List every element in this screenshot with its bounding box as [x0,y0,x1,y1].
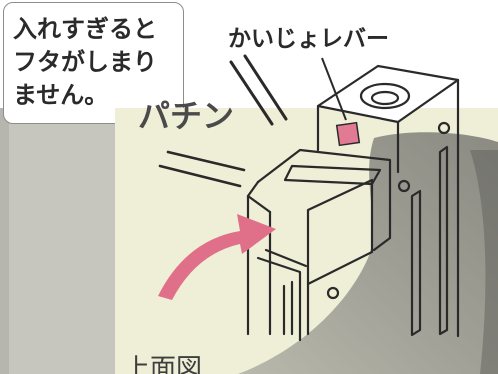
overfill-warning-callout: 入れすぎると フタがしまり ません。 [3,2,184,124]
left-gray-band-edge [0,108,9,374]
right-panel-slot-2 [438,145,449,336]
pink-curved-arrow [158,214,276,300]
screw-top-right [437,121,451,135]
lid-hinge-inner [264,248,308,268]
callout-line-3: ません。 [13,81,109,109]
top-view-caption-clip: 上面図 [124,354,234,374]
lid-front-plate [306,178,374,286]
lever-leader-line [321,57,347,121]
filler-cylinder-outer [359,82,411,110]
motion-line-left-1 [166,150,246,172]
snap-sound-label: パチン [138,97,235,135]
screw-middle [397,179,411,193]
background-photo-shape [238,132,498,374]
motion-line-upper-1 [229,60,274,126]
motion-lines [158,54,288,188]
release-lever-button [335,121,361,147]
top-view-caption: 上面図 [124,354,203,374]
screw-lower [326,286,340,300]
background-photo-highlight [470,150,498,374]
motion-line-upper-2 [243,54,288,121]
filler-cylinder-inner [370,90,400,106]
left-body-top [246,180,272,214]
device-line-drawing [246,64,460,342]
release-lever-label: かいじょレバー [228,26,389,52]
right-panel-slot-1 [410,189,422,337]
lid-hinge [256,256,302,342]
lid-outline [256,148,392,252]
callout-line-1: 入れすぎると [13,15,157,43]
motion-line-left-2 [158,164,242,188]
callout-line-2: フタがしまり [13,48,157,76]
left-gray-band [0,108,118,374]
